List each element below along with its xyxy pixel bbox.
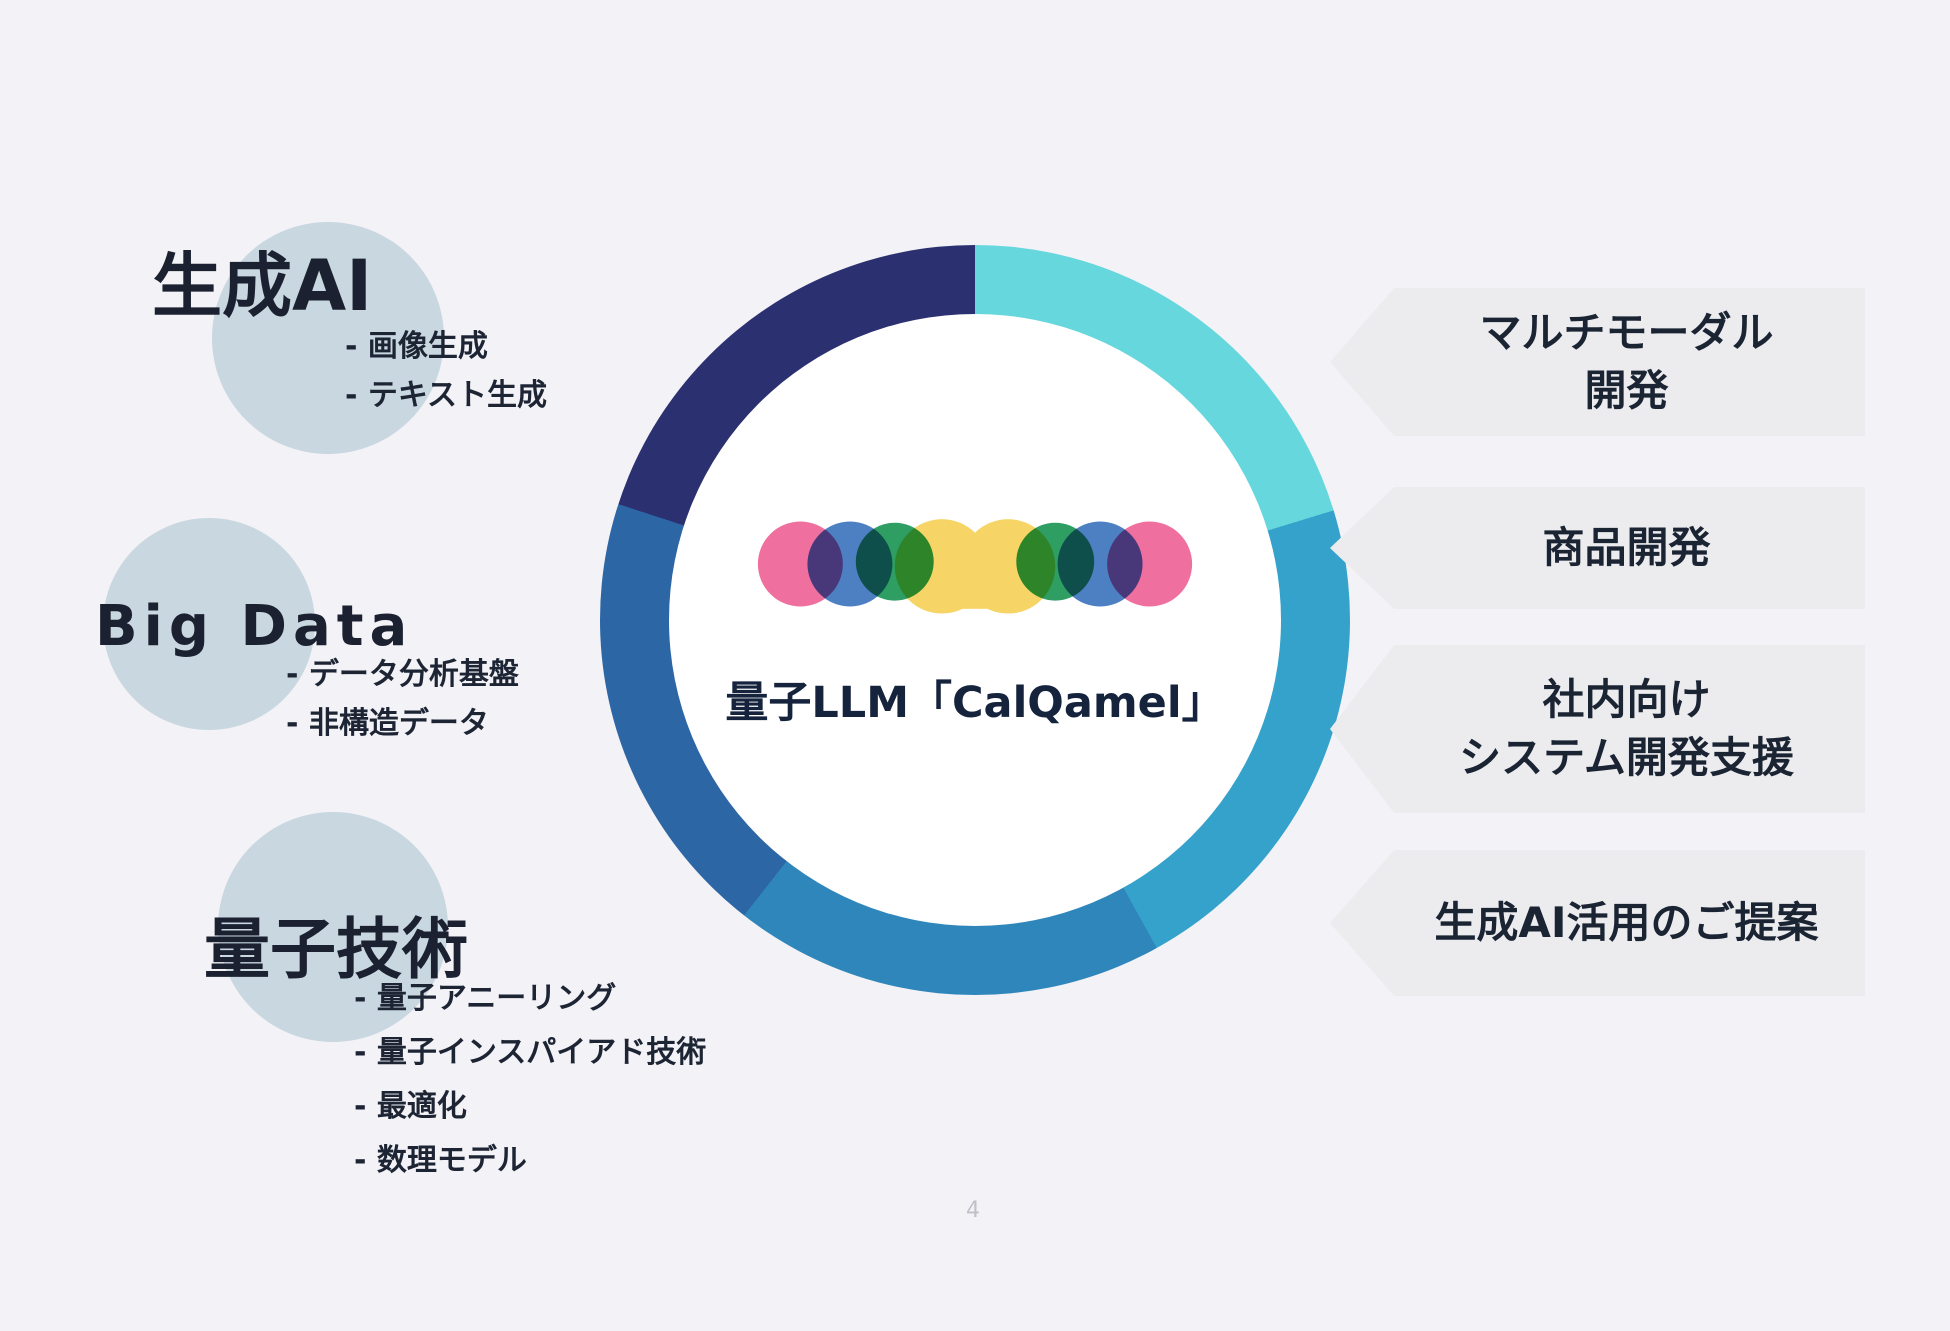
topic-list-quantum: - 量子アニーリング - 量子インスパイアド技術 - 最適化 - 数理モデル: [354, 972, 706, 1188]
topic-item: - 量子インスパイアド技術: [354, 1035, 707, 1070]
topic-title-generative-ai: 生成AI: [152, 245, 373, 327]
topic-item: - データ分析基盤: [286, 657, 519, 692]
calqamel-logo: [757, 519, 1193, 614]
topic-item: - テキスト生成: [345, 378, 547, 413]
banner-label: マルチモーダル 開発: [1479, 308, 1774, 415]
topic-item: - 非構造データ: [286, 706, 489, 741]
page-number: 4: [966, 1198, 980, 1223]
topic-item: - 最適化: [354, 1089, 467, 1124]
banner-multimodal-dev: マルチモーダル 開発: [1330, 288, 1865, 436]
topic-list-generative-ai: - 画像生成 - テキスト生成: [345, 322, 547, 420]
center-product-label: 量子LLM「CalQamel」: [725, 678, 1225, 728]
logo-pink-circle-right: [1107, 521, 1193, 607]
banner-label: 社内向け システム開発支援: [1459, 675, 1794, 782]
logo-pink-circle-left: [757, 521, 843, 607]
banner-label: 商品開発: [1542, 523, 1711, 573]
topic-circle-generative-ai: [212, 222, 444, 454]
banner-label: 生成AI活用のご提案: [1434, 898, 1819, 948]
topic-circle-quantum: [218, 812, 448, 1042]
banner-product-dev: 商品開発: [1330, 487, 1865, 609]
topic-circle-big-data: [103, 518, 315, 730]
topic-title-big-data: Big Data: [95, 594, 414, 659]
topic-item: - 量子アニーリング: [354, 981, 617, 1016]
topic-list-big-data: - データ分析基盤 - 非構造データ: [286, 650, 519, 748]
topic-item: - 画像生成: [345, 329, 488, 364]
banner-internal-systems: 社内向け システム開発支援: [1330, 645, 1865, 813]
donut-inner: [669, 314, 1281, 926]
topic-item: - 数理モデル: [354, 1143, 527, 1178]
banner-genai-proposal: 生成AI活用のご提案: [1330, 850, 1865, 996]
topic-title-quantum: 量子技術: [204, 911, 468, 988]
